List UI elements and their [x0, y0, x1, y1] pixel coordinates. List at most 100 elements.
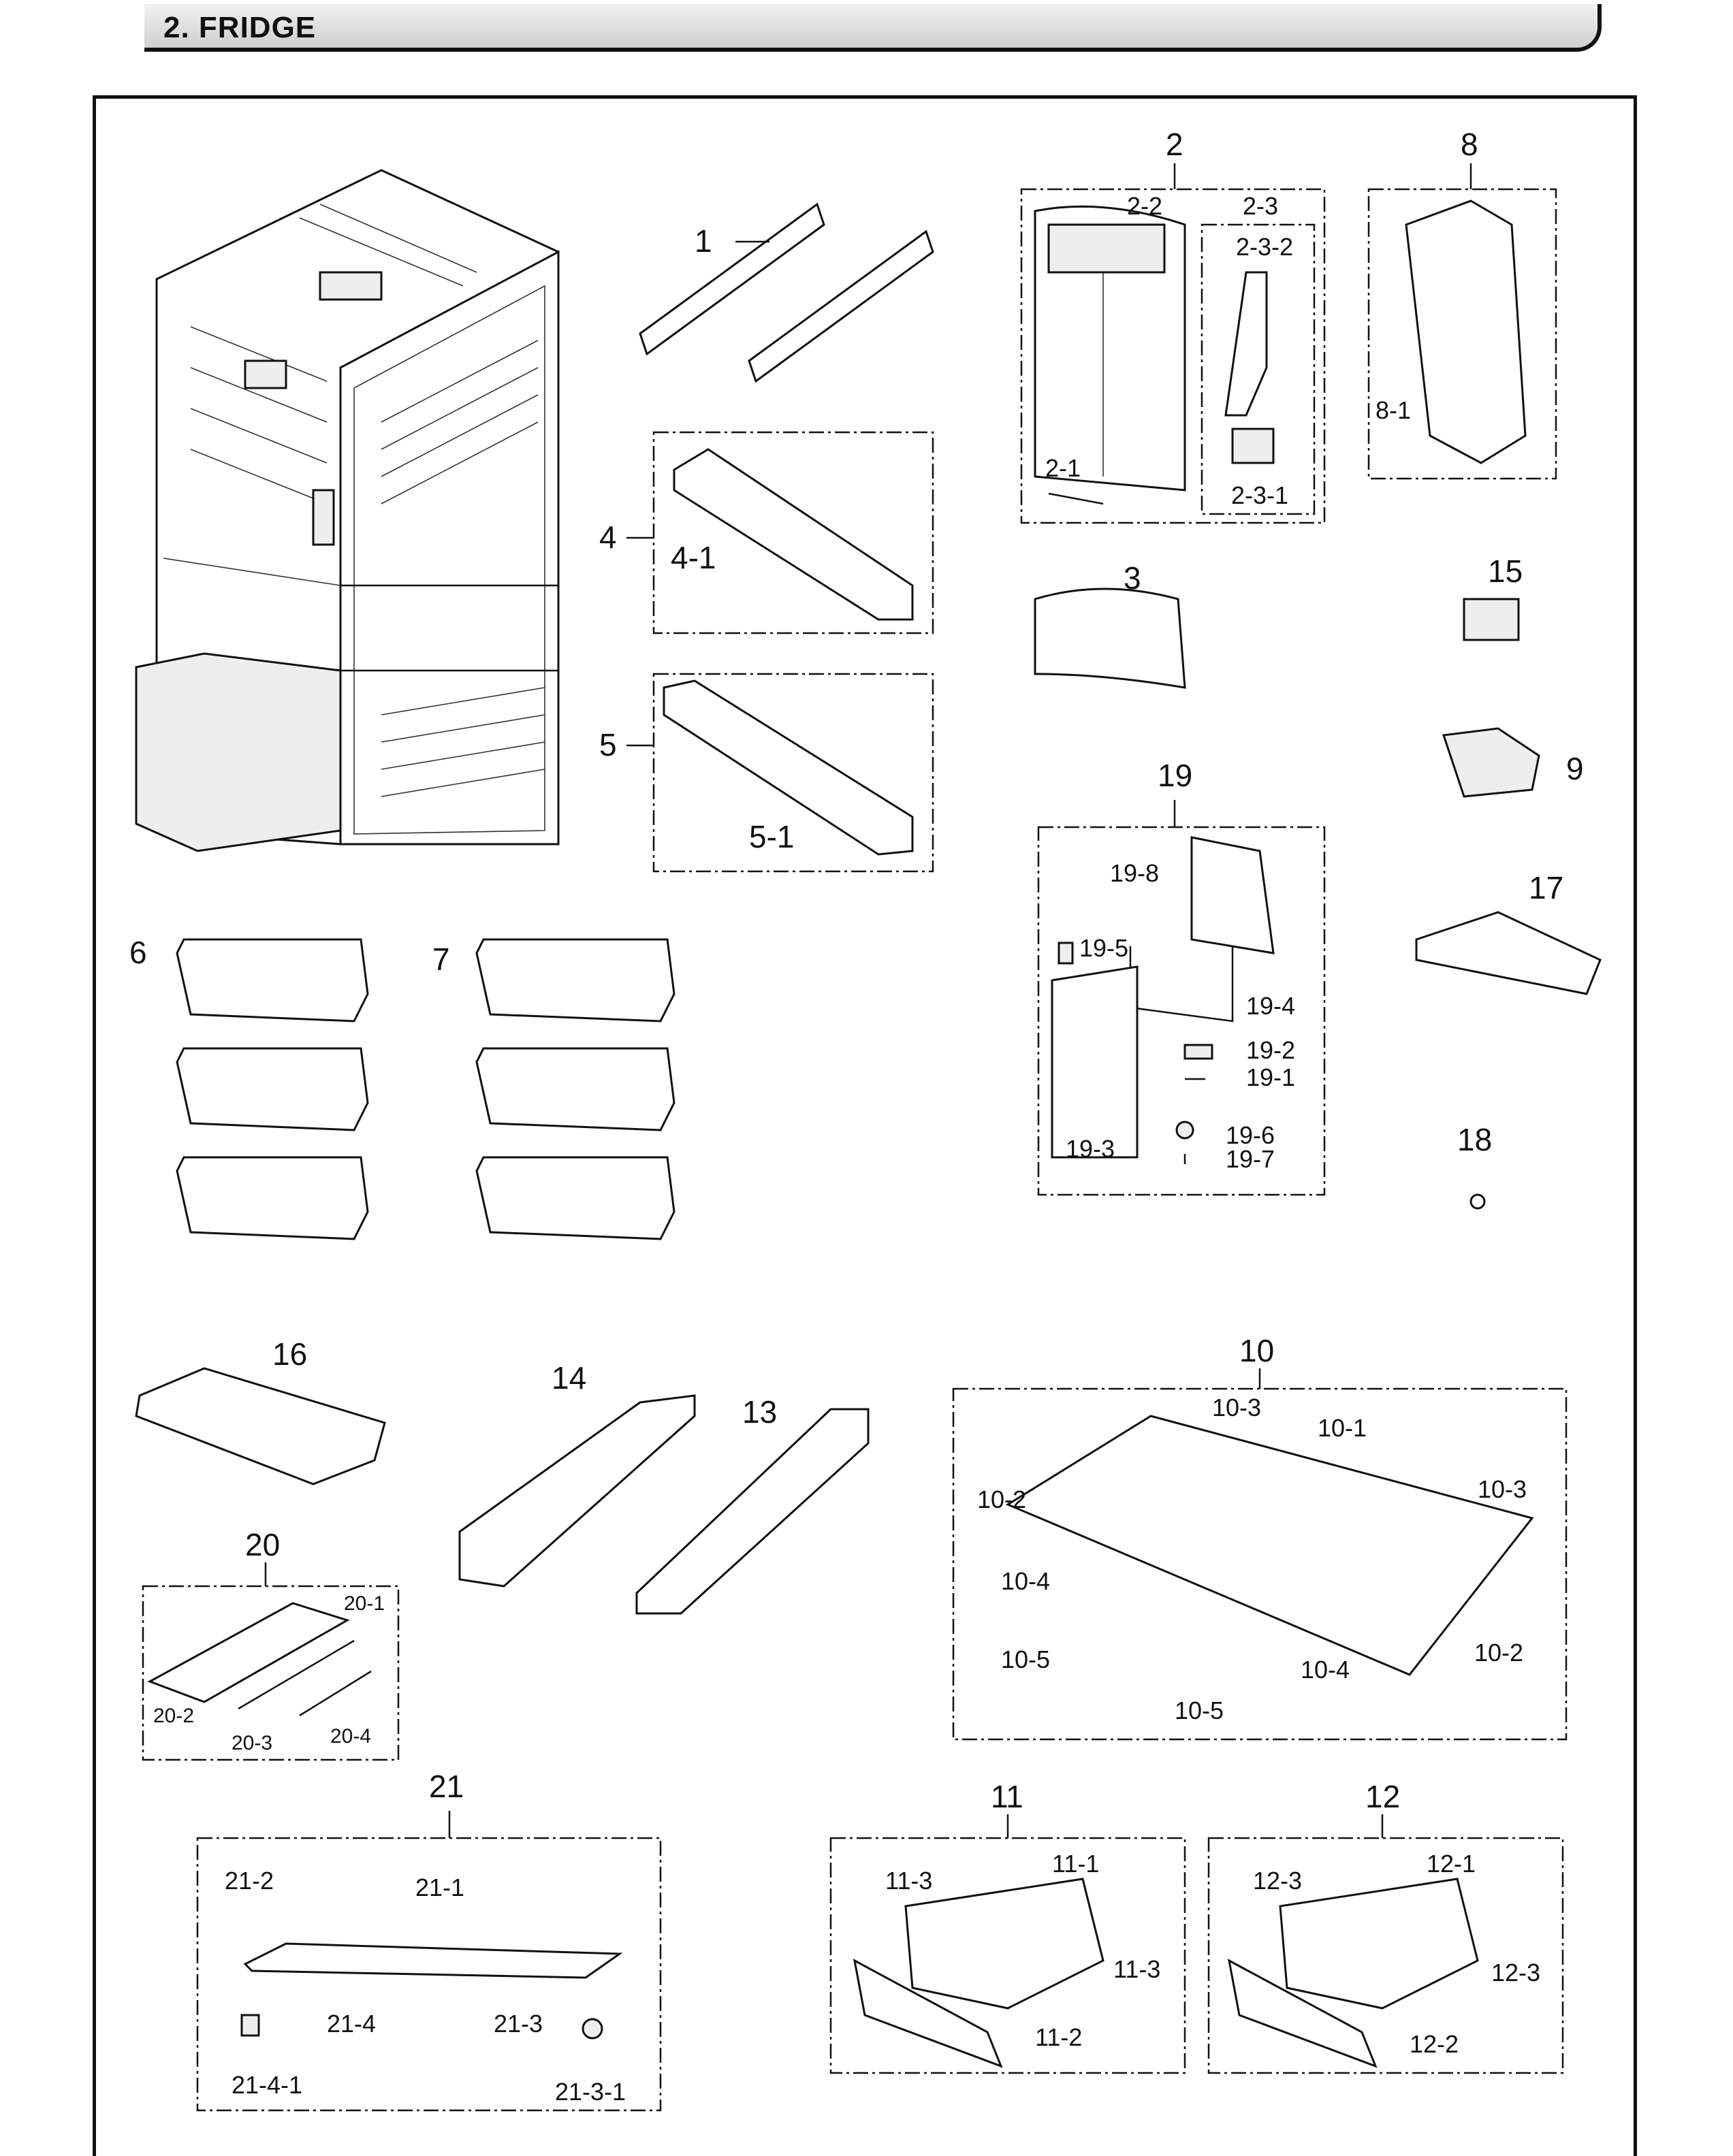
callout-21-4-1: 21-4-1 — [232, 2071, 302, 2099]
callout-19: 19 — [1158, 758, 1192, 793]
part-15 — [1463, 598, 1520, 641]
diagram-frame — [93, 95, 1637, 2156]
callout-19-6: 19-6 — [1226, 1121, 1275, 1149]
part-11-1-drawer — [904, 1878, 1104, 2010]
callout-4-1: 4-1 — [671, 540, 716, 575]
callout-19-5: 19-5 — [1079, 934, 1128, 962]
callout-9: 9 — [1566, 751, 1584, 786]
callout-2-1: 2-1 — [1045, 454, 1081, 482]
callout-21-3-1: 21-3-1 — [555, 2078, 626, 2106]
callout-6: 6 — [129, 935, 147, 970]
part-16 — [135, 1367, 386, 1485]
callout-16: 16 — [272, 1336, 307, 1372]
callout-21-3: 21-3 — [494, 2010, 543, 2038]
callout-5-1: 5-1 — [749, 819, 794, 854]
section-title: 2. FRIDGE — [163, 11, 317, 44]
callout-1: 1 — [695, 223, 712, 259]
callout-10-4b: 10-4 — [1301, 1656, 1350, 1684]
part-6-bins — [176, 938, 369, 1240]
callout-20-4: 20-4 — [330, 1725, 371, 1748]
section-header-bar — [144, 4, 1602, 52]
part-19-box — [1037, 826, 1326, 1196]
part-18 — [1469, 1193, 1486, 1210]
part-19-6 — [1175, 1121, 1194, 1140]
part-2-1 — [1048, 492, 1104, 505]
callout-21-2: 21-2 — [225, 1867, 274, 1895]
callout-2: 2 — [1166, 127, 1183, 162]
callout-19-3: 19-3 — [1066, 1135, 1115, 1163]
part-19-2 — [1183, 1044, 1213, 1060]
callout-10-2b: 10-2 — [1474, 1639, 1523, 1667]
callout-2-3-2: 2-3-2 — [1236, 233, 1293, 261]
part-20-2-plate — [147, 1602, 350, 1703]
part-17 — [1415, 911, 1602, 995]
callout-17: 17 — [1529, 870, 1563, 905]
part-21-3-1 — [582, 2018, 603, 2040]
callout-7: 7 — [432, 942, 450, 977]
callout-13: 13 — [742, 1394, 777, 1430]
part-3-cover — [1034, 588, 1186, 689]
callout-11-1: 11-1 — [1052, 1850, 1099, 1878]
part-19-3-grille — [1051, 965, 1139, 1159]
part-2-3-2 — [1224, 271, 1268, 417]
part-20-4 — [299, 1670, 372, 1717]
callout-19-8: 19-8 — [1110, 859, 1159, 887]
callout-10-3a: 10-3 — [1212, 1394, 1261, 1421]
part-19-5 — [1058, 942, 1074, 965]
part-11-2-front — [853, 1959, 1003, 2068]
part-9 — [1442, 727, 1540, 798]
callout-8: 8 — [1461, 127, 1478, 162]
part-19-4 — [1129, 946, 1234, 1023]
part-13 — [635, 1408, 870, 1615]
callout-2-3: 2-3 — [1243, 192, 1278, 220]
callout-20-2: 20-2 — [153, 1705, 194, 1727]
callout-20-3: 20-3 — [232, 1732, 272, 1754]
part-2-3-box — [1201, 223, 1316, 515]
part-21-box — [196, 1837, 662, 2112]
part-2-panel — [1034, 205, 1186, 492]
part-4-1-cover — [673, 448, 914, 621]
part-21-1-shelf — [243, 1942, 623, 1979]
part-7-bins — [475, 938, 675, 1240]
part-5-1-cover — [663, 679, 914, 856]
callout-20: 20 — [245, 1527, 280, 1562]
callout-19-7: 19-7 — [1226, 1145, 1275, 1173]
callout-15: 15 — [1488, 553, 1523, 589]
callout-11: 11 — [991, 1779, 1023, 1814]
callout-19-4: 19-4 — [1246, 992, 1295, 1020]
callout-11-3a: 11-3 — [885, 1867, 932, 1895]
callout-3: 3 — [1124, 560, 1141, 596]
part-2-box — [1020, 188, 1326, 524]
callout-21-4: 21-4 — [327, 2010, 376, 2038]
callout-5: 5 — [599, 727, 617, 762]
callout-10-5a: 10-5 — [1001, 1645, 1050, 1673]
callout-12-3a: 12-3 — [1253, 1867, 1302, 1895]
section-header: 2. FRIDGE — [144, 4, 1602, 52]
part-19-8 — [1190, 836, 1275, 954]
callout-14: 14 — [552, 1360, 586, 1396]
callout-10: 10 — [1239, 1333, 1274, 1368]
part-14 — [458, 1394, 696, 1588]
part-2-3-1 — [1231, 428, 1275, 464]
callout-10-5b: 10-5 — [1175, 1696, 1224, 1724]
callout-12-3b: 12-3 — [1491, 1959, 1540, 1986]
part-12-2-front — [1227, 1959, 1378, 2068]
callout-4: 4 — [599, 519, 617, 555]
callout-2-2: 2-2 — [1127, 192, 1162, 220]
part-8-1-duct — [1405, 199, 1527, 464]
callout-20-1: 20-1 — [344, 1592, 385, 1615]
part-5-box — [652, 673, 934, 873]
callout-10-1: 10-1 — [1318, 1414, 1367, 1442]
callout-12-2: 12-2 — [1410, 2030, 1459, 2058]
callout-10-4a: 10-4 — [1001, 1567, 1050, 1595]
part-10-shelf — [1005, 1415, 1534, 1676]
callout-12: 12 — [1365, 1779, 1400, 1814]
callout-21: 21 — [429, 1769, 464, 1804]
callout-11-3b: 11-3 — [1113, 1955, 1160, 1983]
callout-12-1: 12-1 — [1427, 1850, 1476, 1878]
callout-2-3-1: 2-3-1 — [1231, 481, 1288, 509]
part-8-box — [1367, 188, 1557, 480]
part-21-4-1 — [240, 2014, 260, 2037]
part-20-3 — [238, 1639, 355, 1710]
